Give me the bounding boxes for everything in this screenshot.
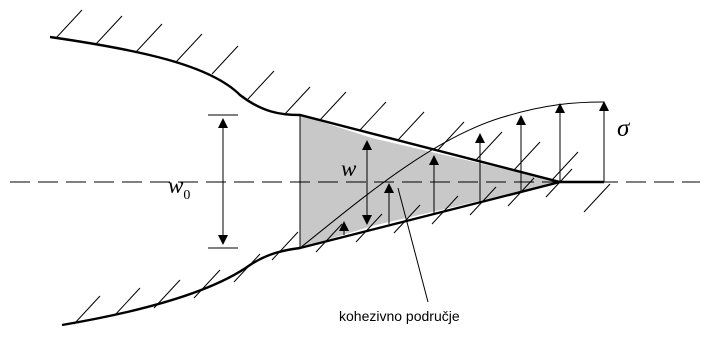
lower-hatching [73, 168, 611, 325]
upper-hatching [55, 9, 579, 181]
stress-curve [299, 101, 605, 249]
w0-dimension [208, 114, 238, 249]
cohesive-zone-label: kohezivno područje [339, 308, 460, 324]
sigma-label: σ [617, 115, 631, 142]
upper-crack-face [49, 35, 604, 184]
lower-crack-face [61, 180, 561, 327]
w-label: w [341, 156, 357, 181]
w0-label: w0 [168, 173, 190, 203]
zone-leader [397, 187, 429, 303]
stress-arrows [339, 101, 609, 235]
